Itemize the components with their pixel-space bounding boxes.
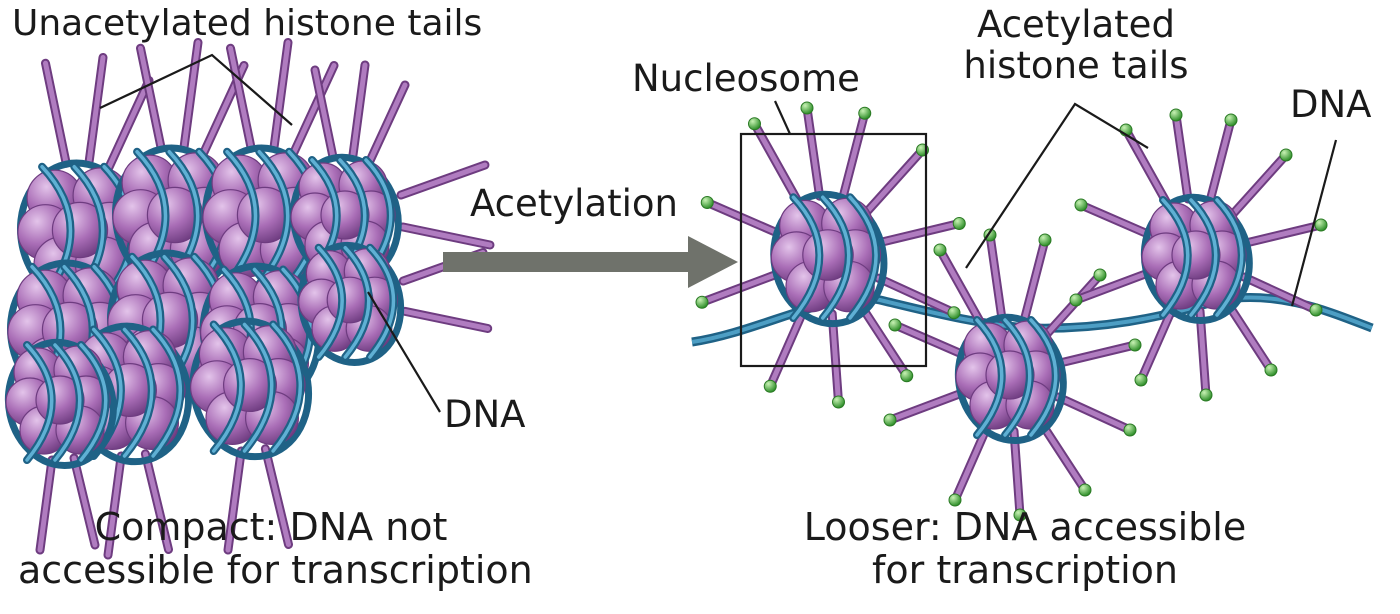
acetylation-arrow bbox=[443, 236, 738, 288]
compact-caption-line1: Compact: DNA not bbox=[94, 505, 448, 549]
dna-left-leader bbox=[367, 291, 441, 413]
nucleosome-box bbox=[739, 132, 928, 368]
acetylated-tails-label: Acetylated histone tails bbox=[948, 4, 1204, 87]
nucleosome-label: Nucleosome bbox=[632, 57, 860, 100]
dna-right-label: DNA bbox=[1290, 83, 1372, 126]
nucleosome bbox=[297, 241, 493, 366]
compact-chromatin bbox=[4, 38, 495, 560]
acetylation-label: Acetylation bbox=[470, 182, 678, 225]
acetylated-leader bbox=[965, 102, 1149, 269]
unacetylated-leader bbox=[99, 53, 293, 126]
loose-chromatin bbox=[695, 101, 1328, 522]
nucleosome bbox=[4, 338, 117, 555]
nucleosome bbox=[695, 101, 966, 409]
looser-caption-line1: Looser: DNA accessible bbox=[803, 505, 1247, 549]
compact-caption: Compact: DNA not accessible for transcri… bbox=[18, 505, 533, 592]
compact-caption-line2: accessible for transcription bbox=[18, 547, 533, 592]
nucleosome bbox=[201, 38, 339, 294]
acetylated-tails-line2: histone tails bbox=[963, 44, 1189, 88]
nucleosome bbox=[189, 317, 313, 555]
dna-right-leader bbox=[1290, 139, 1338, 307]
nucleosome bbox=[1069, 108, 1328, 402]
nucleosome bbox=[883, 228, 1142, 522]
acetylated-tails-line1: Acetylated bbox=[977, 3, 1175, 46]
unacetylated-tails-label: Unacetylated histone tails bbox=[12, 3, 483, 44]
leader-lines bbox=[99, 53, 1338, 413]
looser-caption-line2: for transcription bbox=[871, 547, 1178, 592]
looser-caption: Looser: DNA accessible for transcription bbox=[786, 506, 1264, 591]
nucleosome-leader bbox=[773, 100, 792, 135]
dna-left-label: DNA bbox=[444, 393, 526, 436]
